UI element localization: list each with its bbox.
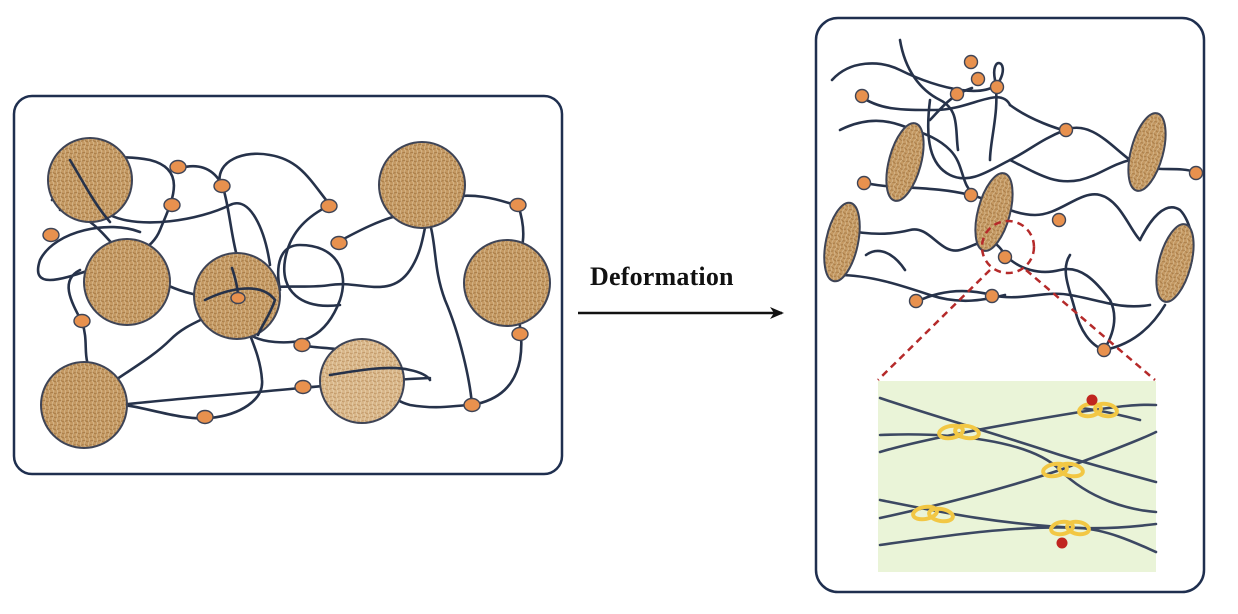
filler-particle bbox=[319, 338, 405, 424]
crosslink-node bbox=[330, 235, 348, 251]
crosslink-node bbox=[1096, 342, 1112, 358]
crosslink-node bbox=[963, 54, 979, 70]
crosslink-node bbox=[294, 379, 312, 395]
crosslink-junction bbox=[1049, 519, 1091, 537]
arrow-label: Deformation bbox=[590, 262, 734, 291]
undeformed-network-panel bbox=[12, 94, 564, 476]
crosslink-node bbox=[511, 326, 529, 342]
right-crosslinks bbox=[854, 54, 1204, 358]
crosslink-junction bbox=[911, 504, 955, 524]
magnified-inset bbox=[878, 381, 1158, 572]
filler-particle bbox=[83, 238, 171, 326]
zoom-circle bbox=[980, 219, 1036, 275]
filler-particle bbox=[378, 141, 466, 229]
crosslink-node bbox=[963, 187, 979, 203]
crosslink-junction bbox=[1041, 461, 1085, 479]
filler-particle bbox=[463, 239, 551, 327]
crosslink-node bbox=[169, 159, 187, 175]
zoom-guide-right bbox=[1025, 269, 1156, 381]
broken-bond-markers bbox=[1056, 394, 1098, 549]
right-filler-particles bbox=[823, 112, 1195, 303]
crosslink-node bbox=[1188, 165, 1204, 181]
crosslink-node bbox=[989, 79, 1005, 95]
crosslink-node bbox=[949, 86, 965, 102]
crosslink-node bbox=[1058, 122, 1074, 138]
filler-particle bbox=[47, 137, 133, 223]
crosslink-node bbox=[320, 198, 338, 214]
crosslink-node bbox=[908, 293, 924, 309]
crosslink-node bbox=[293, 337, 311, 353]
crosslink-node bbox=[509, 197, 527, 213]
zoom-guide-left bbox=[877, 269, 991, 381]
crosslink-junction bbox=[937, 423, 981, 441]
left-crosslinks bbox=[42, 159, 529, 425]
zoom-callout bbox=[877, 219, 1156, 381]
crosslink-node bbox=[1051, 212, 1067, 228]
crosslink-node bbox=[854, 88, 870, 104]
crosslink-node bbox=[196, 409, 214, 425]
elongated-filler-particle bbox=[1127, 112, 1167, 192]
crosslink-node bbox=[213, 178, 231, 194]
crosslink-node bbox=[73, 313, 91, 329]
crosslink-node bbox=[230, 291, 246, 305]
left-filler-particles bbox=[40, 137, 551, 449]
elongated-filler-particle bbox=[974, 172, 1014, 252]
crosslink-node bbox=[997, 249, 1013, 265]
right-polymer-chains bbox=[830, 38, 1197, 352]
crosslink-node bbox=[42, 227, 60, 243]
crosslink-node bbox=[984, 288, 1000, 304]
elongated-filler-particle bbox=[1155, 223, 1195, 303]
crosslink-node bbox=[163, 197, 181, 213]
broken-bond-end bbox=[1086, 394, 1098, 406]
broken-bond-end bbox=[1056, 537, 1068, 549]
elongated-filler-particle bbox=[885, 122, 925, 202]
crosslink-node bbox=[463, 397, 481, 413]
elongated-filler-particle bbox=[823, 201, 861, 283]
crosslink-node bbox=[970, 71, 986, 87]
crosslink-node bbox=[856, 175, 872, 191]
deformed-network-panel bbox=[814, 16, 1206, 594]
filler-particle bbox=[40, 361, 128, 449]
